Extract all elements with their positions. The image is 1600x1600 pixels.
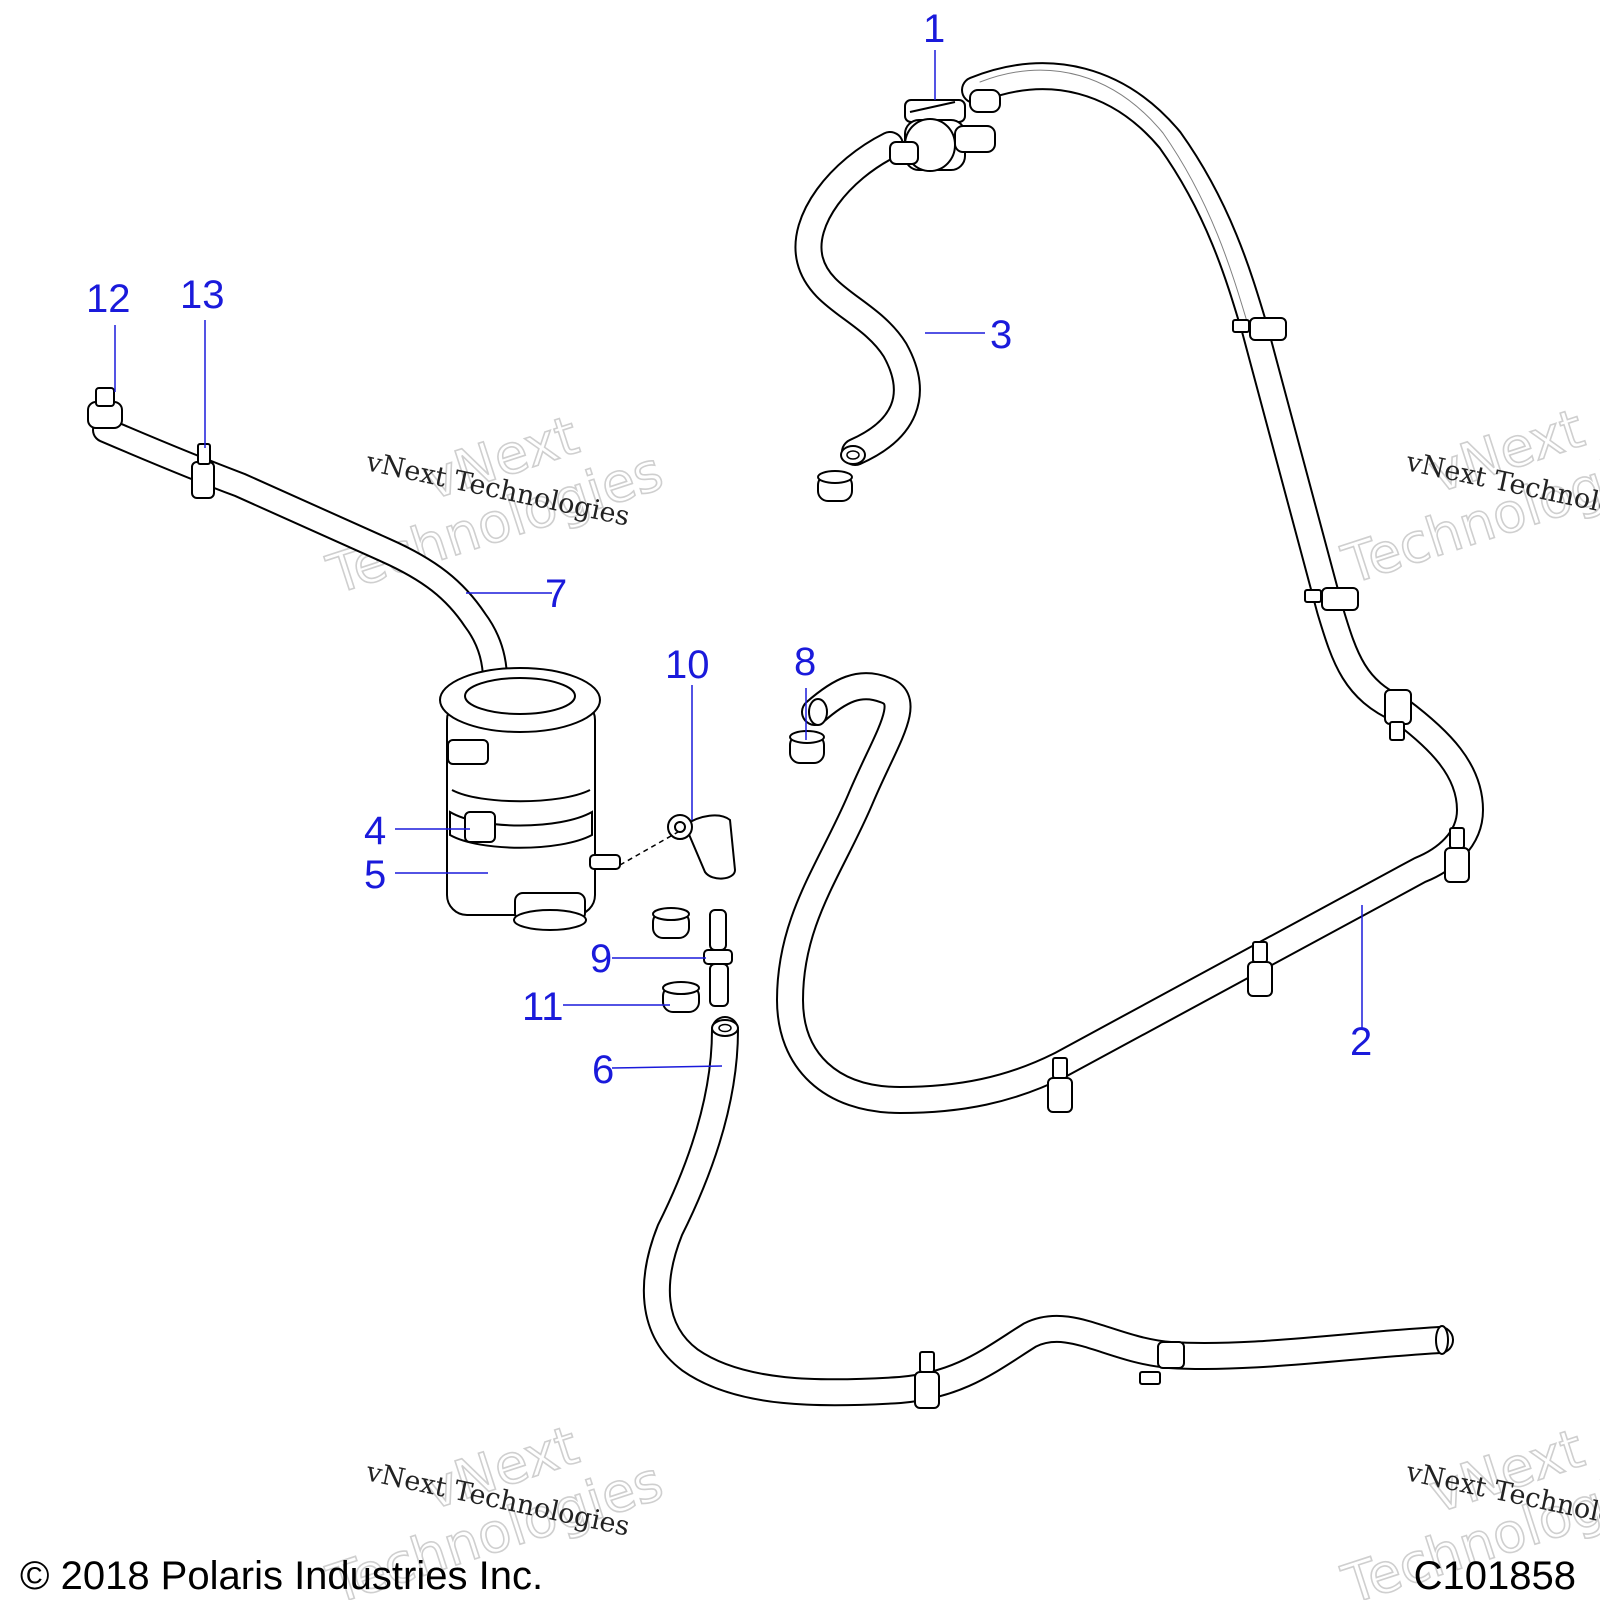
clip-hose2-e	[1247, 941, 1273, 997]
copyright-notice: © 2018 Polaris Industries Inc.	[20, 1554, 544, 1598]
figure-id: C101858	[1413, 1554, 1576, 1598]
clip-hose6-b	[1139, 1341, 1185, 1385]
callout-6: 6	[592, 1048, 614, 1092]
cap-12	[87, 387, 123, 429]
clip-13	[191, 443, 215, 499]
callout-2: 2	[1350, 1020, 1372, 1064]
callout-9: 9	[590, 937, 612, 981]
callout-5: 5	[364, 853, 386, 897]
callout-13: 13	[180, 273, 225, 317]
hose-7	[92, 417, 508, 693]
callout-12: 12	[86, 277, 131, 321]
callout-3: 3	[990, 313, 1012, 357]
canister-5	[439, 667, 621, 931]
hose-8-end	[808, 698, 828, 726]
clip-hose2-c	[1384, 689, 1412, 741]
callout-1: 1	[923, 7, 945, 51]
clip-hose6-a	[914, 1351, 940, 1409]
callouts	[114, 50, 1363, 1069]
hose-clips	[191, 317, 1470, 1409]
clamp-3	[817, 470, 853, 502]
callout-10: 10	[665, 643, 710, 687]
clip-hose2-b	[1304, 587, 1359, 611]
callout-4: 4	[364, 809, 386, 853]
fitting-9	[703, 909, 733, 1007]
hose-2	[776, 62, 1484, 1114]
clip-hose2-f	[1047, 1057, 1073, 1113]
clamp-11-lower	[662, 981, 700, 1013]
callout-11: 11	[522, 985, 564, 1029]
hose-3	[794, 131, 921, 466]
callout-7: 7	[545, 572, 567, 616]
clip-hose2-d	[1444, 827, 1470, 883]
elbow-10	[667, 814, 737, 880]
valve-1	[889, 89, 1001, 172]
clamp-8	[789, 730, 825, 764]
strap-4	[449, 810, 593, 849]
clip-hose2-a	[1232, 317, 1287, 341]
callout-8: 8	[794, 640, 816, 684]
clamp-11-upper	[652, 907, 690, 939]
hose-6	[642, 1016, 1454, 1407]
callout-numbers: 1 2 3 4 5 6 7 8 9 10 11 12 13	[86, 7, 1372, 1092]
connection-line	[619, 831, 679, 866]
